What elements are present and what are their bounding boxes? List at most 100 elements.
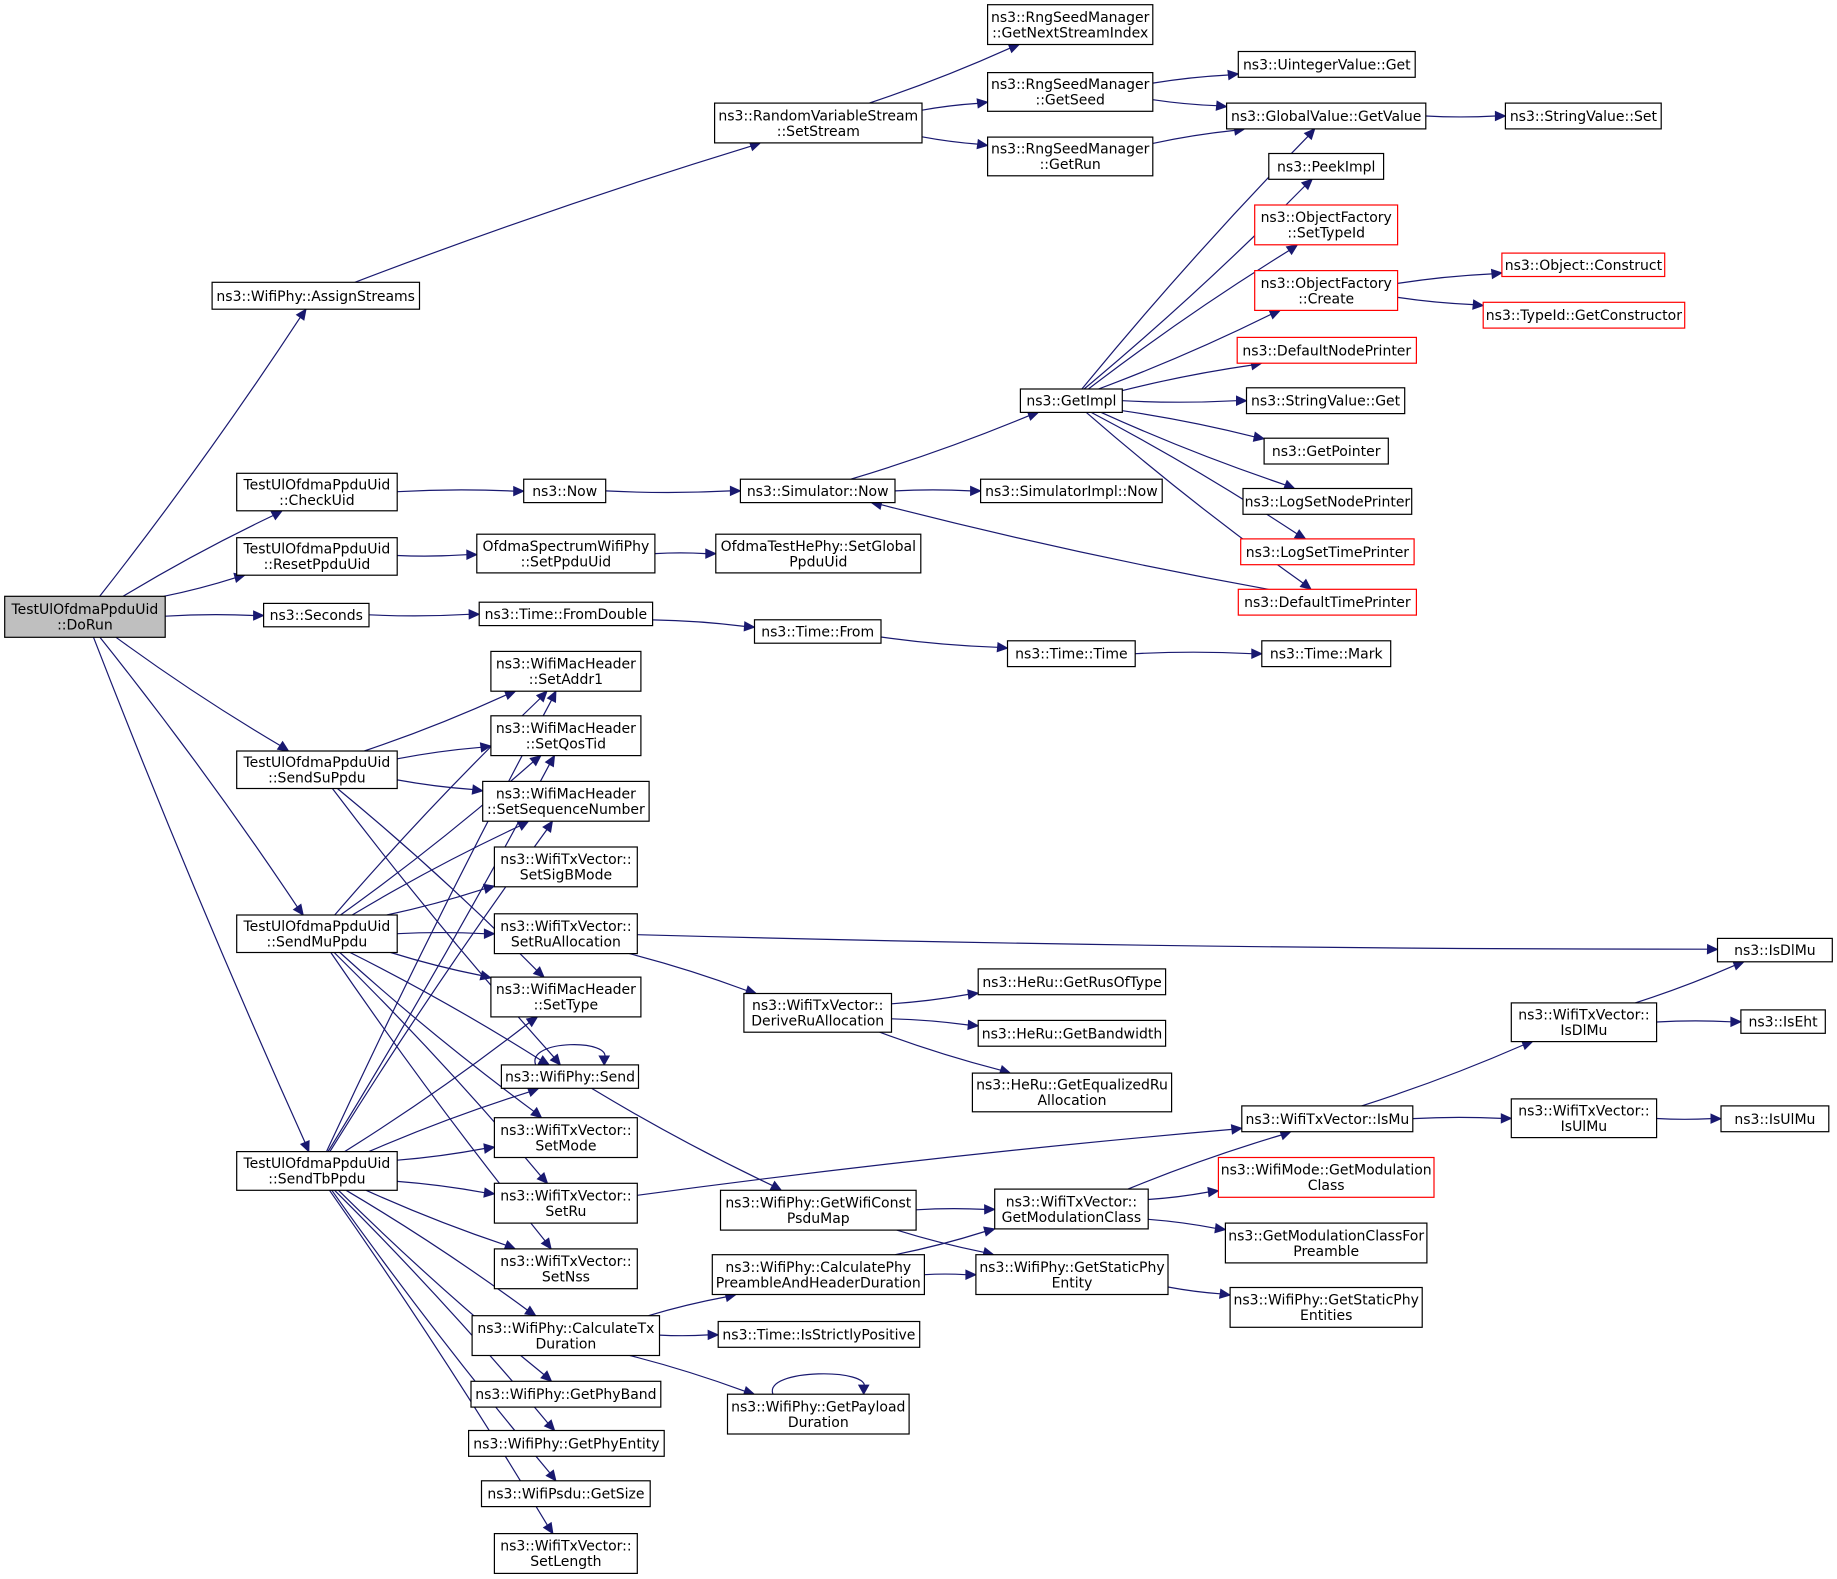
edge-line bbox=[916, 1208, 985, 1211]
node-n20[interactable]: ns3::ObjectFactory::SetTypeId bbox=[1254, 204, 1399, 246]
node-n2[interactable]: TestUlOfdmaPpduUid::CheckUid bbox=[236, 472, 398, 512]
node-n13[interactable]: ns3::GlobalValue::GetValue bbox=[1225, 102, 1427, 130]
node-n19[interactable]: ns3::PeekImpl bbox=[1268, 152, 1385, 180]
arrow-head bbox=[1303, 128, 1316, 141]
node-n50[interactable]: ns3::WifiTxVector::SetLength bbox=[493, 1532, 638, 1574]
node-n23[interactable]: ns3::StringValue::Get bbox=[1245, 387, 1406, 415]
node-n29[interactable]: ns3::TypeId::GetConstructor bbox=[1482, 301, 1686, 329]
node-n15[interactable]: ns3::Now bbox=[523, 478, 607, 504]
node-n30[interactable]: OfdmaSpectrumWifiPhy::SetPpduUid bbox=[476, 533, 656, 574]
node-n16[interactable]: ns3::Simulator::Now bbox=[739, 478, 896, 504]
edge-n7-n41 bbox=[344, 1016, 539, 1153]
node-n48[interactable]: ns3::WifiPhy::GetPhyEntity bbox=[468, 1429, 665, 1457]
node-n28[interactable]: ns3::Object::Construct bbox=[1501, 252, 1666, 278]
node-n60[interactable]: ns3::IsUlMu bbox=[1720, 1105, 1830, 1133]
edge-line bbox=[99, 317, 301, 597]
node-label: ::SetType bbox=[534, 998, 599, 1014]
edge-line bbox=[339, 952, 535, 1112]
node-box bbox=[1225, 102, 1427, 130]
arrow-head bbox=[1227, 69, 1240, 81]
node-label: SetLength bbox=[530, 1554, 601, 1570]
edge-line bbox=[869, 47, 1011, 104]
arrow-head bbox=[540, 1237, 552, 1250]
node-label: ns3::WifiMacHeader bbox=[496, 721, 636, 737]
node-label: ns3::DefaultNodePrinter bbox=[1242, 343, 1411, 359]
node-n7[interactable]: TestUlOfdmaPpduUid::SendTbPpdu bbox=[236, 1150, 398, 1191]
node-n65[interactable]: ns3::WifiPhy::CalculatePhyPreambleAndHea… bbox=[711, 1254, 925, 1296]
node-n24[interactable]: ns3::GetPointer bbox=[1263, 437, 1389, 465]
node-n42[interactable]: ns3::WifiPhy::Send bbox=[500, 1064, 640, 1089]
node-n35[interactable]: ns3::Time::Mark bbox=[1261, 640, 1392, 668]
node-n9[interactable]: ns3::RngSeedManager::GetNextStreamIndex bbox=[986, 4, 1154, 46]
node-n40[interactable]: ns3::WifiTxVector::SetRuAllocation bbox=[493, 913, 638, 955]
node-n37[interactable]: ns3::WifiMacHeader::SetQosTid bbox=[490, 715, 642, 757]
node-n58[interactable]: ns3::WifiTxVector::IsMu bbox=[1241, 1105, 1414, 1133]
node-n53[interactable]: ns3::HeRu::GetBandwidth bbox=[977, 1019, 1167, 1047]
node-n27[interactable]: ns3::DefaultTimePrinter bbox=[1237, 588, 1418, 616]
node-n43[interactable]: ns3::WifiTxVector::SetMode bbox=[493, 1117, 638, 1159]
node-label: ns3::Time::From bbox=[761, 625, 874, 641]
node-label: ns3::WifiPhy::Send bbox=[505, 1070, 635, 1086]
arrow-head bbox=[479, 970, 493, 981]
node-n26[interactable]: ns3::LogSetTimePrinter bbox=[1240, 538, 1415, 566]
edge-line bbox=[895, 1230, 986, 1256]
edge-line bbox=[534, 1044, 606, 1066]
node-n21[interactable]: ns3::ObjectFactory::Create bbox=[1254, 270, 1399, 312]
node-n36[interactable]: ns3::WifiMacHeader::SetAddr1 bbox=[490, 650, 642, 692]
node-n8[interactable]: ns3::RandomVariableStream::SetStream bbox=[713, 102, 923, 144]
node-label: Preamble bbox=[1293, 1244, 1359, 1260]
node-n39[interactable]: ns3::WifiTxVector::SetSigBMode bbox=[493, 846, 638, 888]
node-n52[interactable]: ns3::HeRu::GetRusOfType bbox=[977, 968, 1167, 996]
node-n22[interactable]: ns3::DefaultNodePrinter bbox=[1236, 336, 1417, 364]
node-n55[interactable]: ns3::IsDlMu bbox=[1716, 937, 1833, 963]
node-label: ns3::WifiTxVector:: bbox=[500, 1254, 631, 1270]
node-n45[interactable]: ns3::WifiTxVector::SetNss bbox=[493, 1248, 638, 1290]
node-n68[interactable]: ns3::Time::IsStrictlyPositive bbox=[717, 1320, 921, 1348]
node-n59[interactable]: ns3::WifiTxVector::IsUlMu bbox=[1510, 1098, 1658, 1139]
node-n11[interactable]: ns3::RngSeedManager::GetRun bbox=[986, 136, 1154, 177]
node-n0[interactable]: TestUlOfdmaPpduUid::DoRun bbox=[4, 595, 166, 638]
edge-n30-n31 bbox=[654, 548, 718, 559]
node-n51[interactable]: ns3::WifiTxVector::DeriveRuAllocation bbox=[743, 992, 893, 1033]
edge-line bbox=[629, 953, 747, 992]
node-n5[interactable]: TestUlOfdmaPpduUid::SendSuPpdu bbox=[236, 750, 398, 790]
node-n6[interactable]: TestUlOfdmaPpduUid::SendMuPpdu bbox=[236, 914, 398, 954]
node-n1[interactable]: ns3::WifiPhy::AssignStreams bbox=[211, 281, 421, 310]
node-n3[interactable]: TestUlOfdmaPpduUid::ResetPpduUid bbox=[236, 537, 398, 576]
node-box bbox=[490, 976, 642, 1018]
edge-line bbox=[605, 490, 731, 494]
node-label: PsduMap bbox=[787, 1211, 850, 1227]
node-n18[interactable]: ns3::GetImpl bbox=[1019, 388, 1123, 413]
node-n56[interactable]: ns3::WifiTxVector::IsDlMu bbox=[1510, 1002, 1658, 1043]
node-n47[interactable]: ns3::WifiPhy::GetPhyBand bbox=[470, 1380, 662, 1408]
node-n10[interactable]: ns3::RngSeedManager::GetSeed bbox=[986, 71, 1154, 112]
node-n62[interactable]: ns3::WifiTxVector::GetModulationClass bbox=[994, 1188, 1149, 1230]
node-n14[interactable]: ns3::StringValue::Set bbox=[1504, 102, 1662, 130]
node-n4[interactable]: ns3::Seconds bbox=[263, 602, 370, 628]
node-n17[interactable]: ns3::SimulatorImpl::Now bbox=[979, 478, 1163, 504]
edge-n46-n65 bbox=[648, 1291, 737, 1317]
node-n32[interactable]: ns3::Time::FromDouble bbox=[478, 601, 654, 627]
node-n49[interactable]: ns3::WifiPsdu::GetSize bbox=[480, 1480, 651, 1508]
node-n25[interactable]: ns3::LogSetNodePrinter bbox=[1242, 487, 1413, 515]
edge-n62-n63 bbox=[1148, 1186, 1220, 1201]
node-n41[interactable]: ns3::WifiMacHeader::SetType bbox=[490, 976, 642, 1018]
node-n44[interactable]: ns3::WifiTxVector::SetRu bbox=[493, 1182, 638, 1224]
node-n63[interactable]: ns3::WifiMode::GetModulationClass bbox=[1217, 1156, 1435, 1198]
node-n33[interactable]: ns3::Time::From bbox=[753, 619, 882, 644]
node-n57[interactable]: ns3::IsEht bbox=[1740, 1009, 1826, 1034]
node-n38[interactable]: ns3::WifiMacHeader::SetSequenceNumber bbox=[482, 780, 650, 822]
edge-line bbox=[1088, 249, 1290, 390]
node-label: ns3::IsEht bbox=[1749, 1015, 1819, 1031]
node-n12[interactable]: ns3::UintegerValue::Get bbox=[1237, 50, 1416, 78]
node-label: ns3::GlobalValue::GetValue bbox=[1231, 109, 1421, 125]
node-n34[interactable]: ns3::Time::Time bbox=[1006, 640, 1136, 668]
